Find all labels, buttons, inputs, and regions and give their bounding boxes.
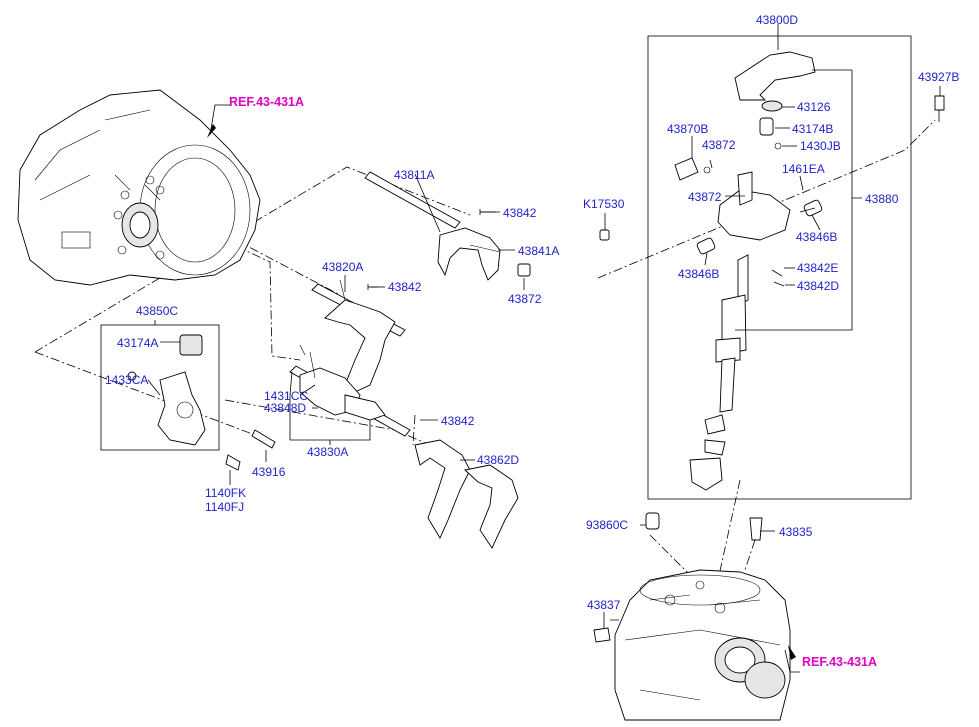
label-43842-a: 43842 (503, 206, 537, 220)
label-43880: 43880 (865, 192, 899, 206)
selector-assembly-43800D (599, 51, 945, 491)
label-43842-c: 43842 (441, 414, 475, 428)
label-43837: 43837 (587, 598, 621, 612)
label-1140FK: 1140FK (205, 486, 246, 500)
ref-arrow-left (207, 124, 216, 138)
label-43174A: 43174A (117, 336, 158, 350)
label-43846B-a: 43846B (796, 230, 837, 244)
label-43811A: 43811A (394, 168, 434, 182)
label-1433CA: 1433CA (105, 373, 148, 387)
shift-rail-43830A (289, 344, 411, 437)
shift-rail-43811A (364, 171, 531, 281)
label-43872-b: 43872 (688, 190, 722, 204)
label-1140FJ: 1140FJ (205, 500, 244, 514)
label-43126: 43126 (797, 100, 831, 114)
label-43842D: 43842D (797, 279, 839, 293)
label-43830A: 43830A (307, 445, 348, 459)
label-43800D: 43800D (756, 13, 798, 27)
ref-arrow-right (788, 645, 796, 660)
label-43835: 43835 (779, 525, 813, 539)
label-43174B-a: 43174B (792, 122, 833, 136)
label-43862D: 43862D (477, 453, 519, 467)
label-43842E: 43842E (797, 261, 838, 275)
label-K17530: K17530 (583, 197, 625, 211)
label-43848D: 43848D (264, 401, 306, 415)
right-transmission-case (614, 569, 791, 721)
label-1430JB: 1430JB (800, 139, 841, 153)
label-43872-c: 43872 (508, 292, 542, 306)
shift-fork-43862D (414, 439, 519, 549)
lever-assembly-frame (100, 324, 220, 451)
label-43916: 43916 (252, 465, 286, 479)
label-43842-b: 43842 (388, 280, 422, 294)
bottom-fittings (593, 512, 763, 643)
label-43850C: 43850C (136, 304, 178, 318)
label-1431CC: 1431CC (264, 389, 308, 403)
label-43841A: 43841A (518, 244, 559, 258)
shift-fork-43820A (311, 279, 406, 393)
lever-assembly-43850C (127, 334, 276, 471)
label-1461EA: 1461EA (782, 162, 825, 176)
label-43927B: 43927B (918, 70, 959, 84)
left-transmission-case (17, 89, 261, 286)
ref-label-right: REF.43-431A (802, 655, 877, 669)
label-43872-a: 43872 (702, 138, 736, 152)
selector-assembly-frame (647, 35, 912, 500)
label-43820A: 43820A (322, 260, 363, 274)
ref-label-left: REF.43-431A (229, 95, 304, 109)
leader-lines (147, 24, 941, 673)
label-43846B-b: 43846B (678, 267, 719, 281)
label-43870B: 43870B (667, 122, 708, 136)
label-93860C: 93860C (586, 518, 628, 532)
